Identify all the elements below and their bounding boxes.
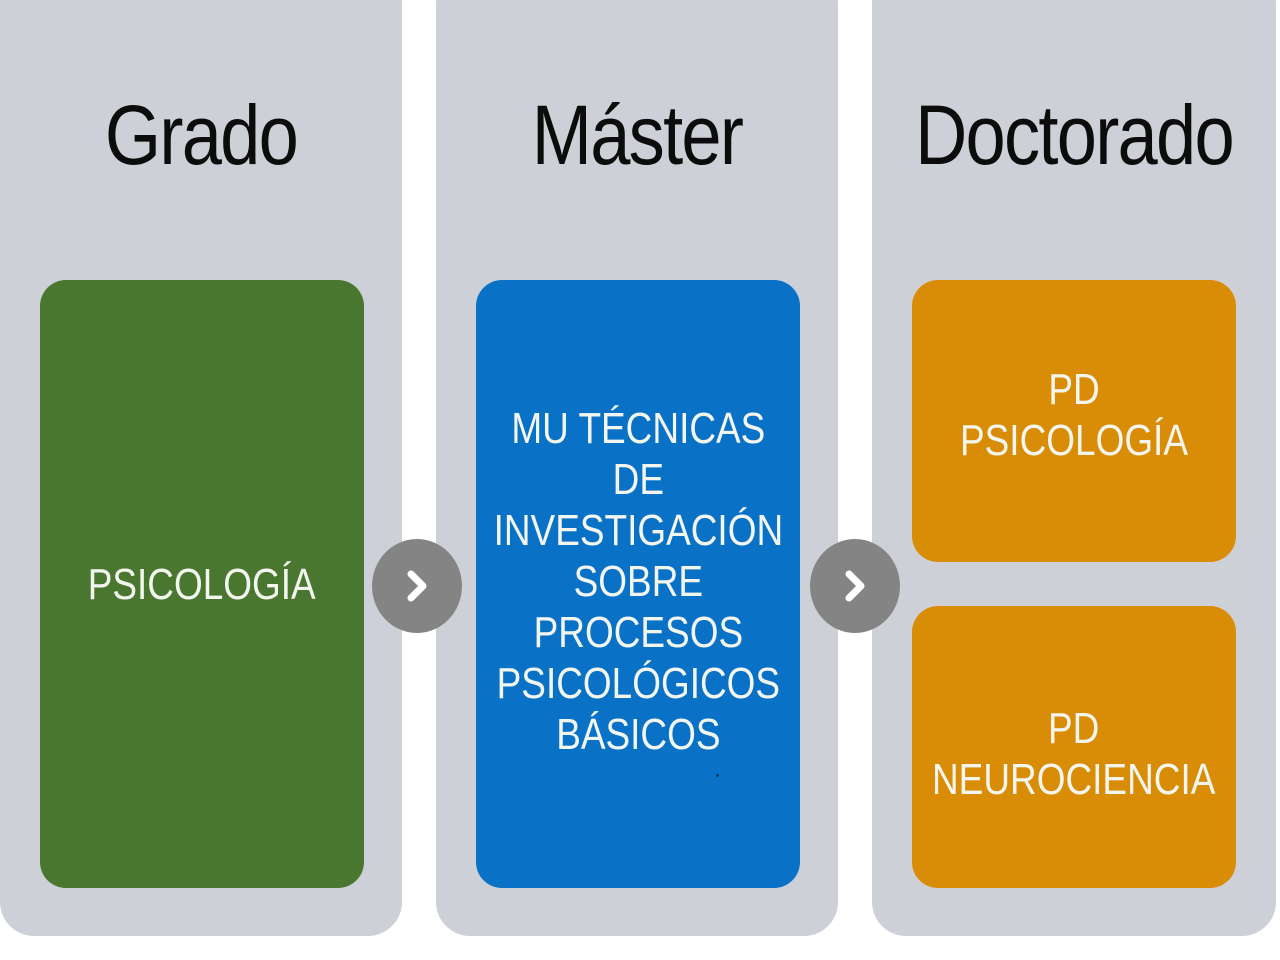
card-label-psicologia: PSICOLOGÍA <box>87 559 316 609</box>
decorative-dot <box>716 774 719 777</box>
card-mu-tecnicas-investigacion: MU TÉCNICAS DE INVESTIGACIÓN SOBRE PROCE… <box>476 280 800 888</box>
card-pd-neurociencia: PD NEUROCIENCIA <box>912 606 1236 888</box>
column-grado: Grado PSICOLOGÍA <box>0 0 402 936</box>
arrow-grado-to-master <box>372 539 462 633</box>
card-label-pd-neurociencia: PD NEUROCIENCIA <box>932 704 1216 804</box>
column-title-doctorado: Doctorado <box>915 88 1235 182</box>
column-master: Máster MU TÉCNICAS DE INVESTIGACIÓN SOBR… <box>436 0 838 936</box>
arrow-master-to-doctorado <box>810 539 900 633</box>
card-label-mu-tecnicas-investigacion: MU TÉCNICAS DE INVESTIGACIÓN SOBRE PROCE… <box>493 403 783 759</box>
card-pd-psicologia: PD PSICOLOGÍA <box>912 280 1236 562</box>
chevron-right-icon <box>845 570 865 602</box>
chevron-right-icon <box>407 570 427 602</box>
column-doctorado: Doctorado PD PSICOLOGÍA PD NEUROCIENCIA <box>872 0 1276 936</box>
card-label-pd-psicologia: PD PSICOLOGÍA <box>959 365 1188 465</box>
column-title-master: Máster <box>531 88 744 182</box>
card-psicologia: PSICOLOGÍA <box>40 280 364 888</box>
column-title-grado: Grado <box>104 88 299 182</box>
